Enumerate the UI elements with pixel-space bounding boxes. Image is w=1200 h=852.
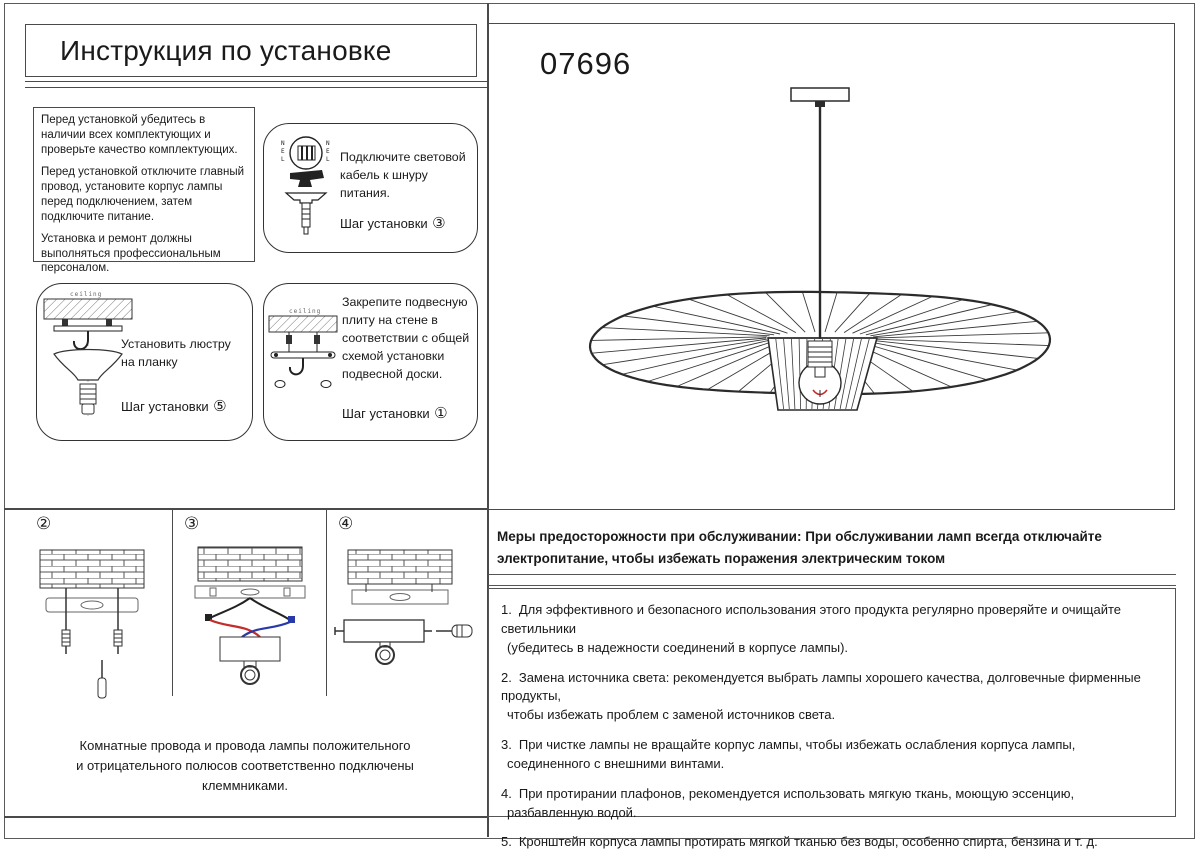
left-section-divider: [4, 508, 487, 510]
step-box-fix-plate: ceiling Закрепите подвесную плиту на сте…: [263, 283, 478, 441]
step-text: Подключите световой кабель к шнуру питан…: [340, 150, 466, 200]
item-number: 3.: [501, 737, 512, 753]
wiring-caption: Комнатные провода и провода лампы положи…: [76, 738, 414, 794]
warning-separator-band: [488, 574, 1176, 586]
step-number: ①: [434, 404, 448, 422]
maintenance-warning: Меры предосторожности при обслуживании: …: [497, 529, 1102, 567]
panel-number: ②: [36, 514, 52, 534]
wiring-terminal-icon: N E L N E L: [281, 136, 330, 235]
panel-number: ④: [338, 514, 354, 534]
panel-2-wall-screws-drawing: [39, 549, 145, 699]
panel-number: ③: [184, 514, 200, 534]
ceiling-bracket-hook-icon: ceiling: [268, 308, 338, 388]
step-number: ③: [432, 214, 446, 232]
step-label: Шаг установки: [340, 216, 428, 231]
step-caption: Шаг установки ⑤: [121, 397, 227, 416]
terminal-label-n: N: [326, 140, 330, 147]
step-box-mount-chandelier: ceiling Установить люстру на планку Шаг …: [36, 283, 253, 441]
step-caption: Шаг установки ③: [340, 214, 446, 233]
item-number: 4.: [501, 785, 512, 801]
maintenance-item: 1.Для эффективного и безопасного использ…: [501, 601, 1167, 658]
bottom-divider: [4, 816, 487, 818]
cord-and-canopy: [790, 87, 850, 339]
safety-paragraph: Перед установкой убедитесь в наличии все…: [41, 114, 238, 156]
item-text: Для эффективного и безопасного использов…: [501, 602, 1122, 636]
item-text: соединенного с внешними винтами.: [507, 755, 725, 771]
maintenance-item: 3. При чистке лампы не вращайте корпус ла…: [501, 736, 1167, 774]
item-text: При протирании плафонов, рекомендуется и…: [518, 785, 1075, 801]
column-divider: [487, 3, 489, 837]
panel-divider-1: [172, 510, 174, 696]
safety-paragraph: Перед установкой отключите главный прово…: [41, 165, 245, 223]
step-caption: Шаг установки ①: [342, 404, 448, 423]
light-bulb: [798, 340, 842, 405]
item-text: чтобы избежать проблем с заменой источни…: [507, 707, 836, 723]
ceiling-label: ceiling: [70, 291, 102, 298]
terminal-label-l: L: [326, 156, 330, 163]
item-number: 1.: [501, 602, 512, 617]
item-text: разбавленную водой.: [507, 804, 637, 820]
terminal-label-e: E: [326, 148, 330, 155]
safety-paragraph: Установка и ремонт должны выполняться пр…: [41, 232, 221, 275]
title-underline-band: [25, 81, 487, 88]
step-box-connect-cable: N E L N E L Подключите световой кабель к…: [263, 123, 478, 253]
product-drawing-box: [488, 23, 1175, 510]
lamp-shade: [588, 290, 1052, 396]
title-box: Инструкция по установке: [25, 24, 477, 77]
pendant-lamp-drawing: [588, 87, 1052, 411]
panel-3-wiring-drawing: [194, 546, 306, 685]
maintenance-item: 4. При протирании плафонов, рекомендуется…: [501, 785, 1167, 823]
item-text: Замена источника света: рекомендуется вы…: [501, 669, 1141, 704]
page-border: [4, 3, 1195, 839]
ceiling-hook-canopy-icon: ceiling: [43, 291, 133, 416]
step-text: Закрепите подвесную плиту на стене в соо…: [342, 295, 470, 381]
terminal-label-n: N: [281, 140, 285, 147]
maintenance-item: 5.Кронштейн корпуса лампы протирать мягк…: [501, 833, 1167, 852]
step-number: ⑤: [213, 397, 227, 415]
terminal-label-e: E: [281, 148, 285, 155]
item-number: 2.: [501, 669, 512, 685]
step-text: Установить люстру на планку: [121, 337, 231, 369]
safety-notes-box: Перед установкой убедитесь в наличии все…: [33, 107, 255, 274]
step-label: Шаг установки: [121, 399, 209, 414]
item-text: При чистке лампы не вращайте корпус ламп…: [518, 737, 1076, 753]
terminal-label-l: L: [281, 156, 285, 163]
item-text: (убедитесь в надежности соединений в кор…: [507, 639, 849, 655]
step-label: Шаг установки: [342, 406, 430, 421]
model-number: 07696: [540, 46, 632, 81]
maintenance-item: 2.Замена источника света: рекомендуется …: [501, 669, 1167, 726]
maintenance-list-box: 1.Для эффективного и безопасного использ…: [488, 588, 1176, 849]
page-title: Инструкция по установке: [60, 34, 392, 66]
panel-divider-2: [326, 510, 328, 696]
panel-4-tighten-drawing: [334, 549, 473, 665]
ceiling-label: ceiling: [289, 308, 321, 315]
